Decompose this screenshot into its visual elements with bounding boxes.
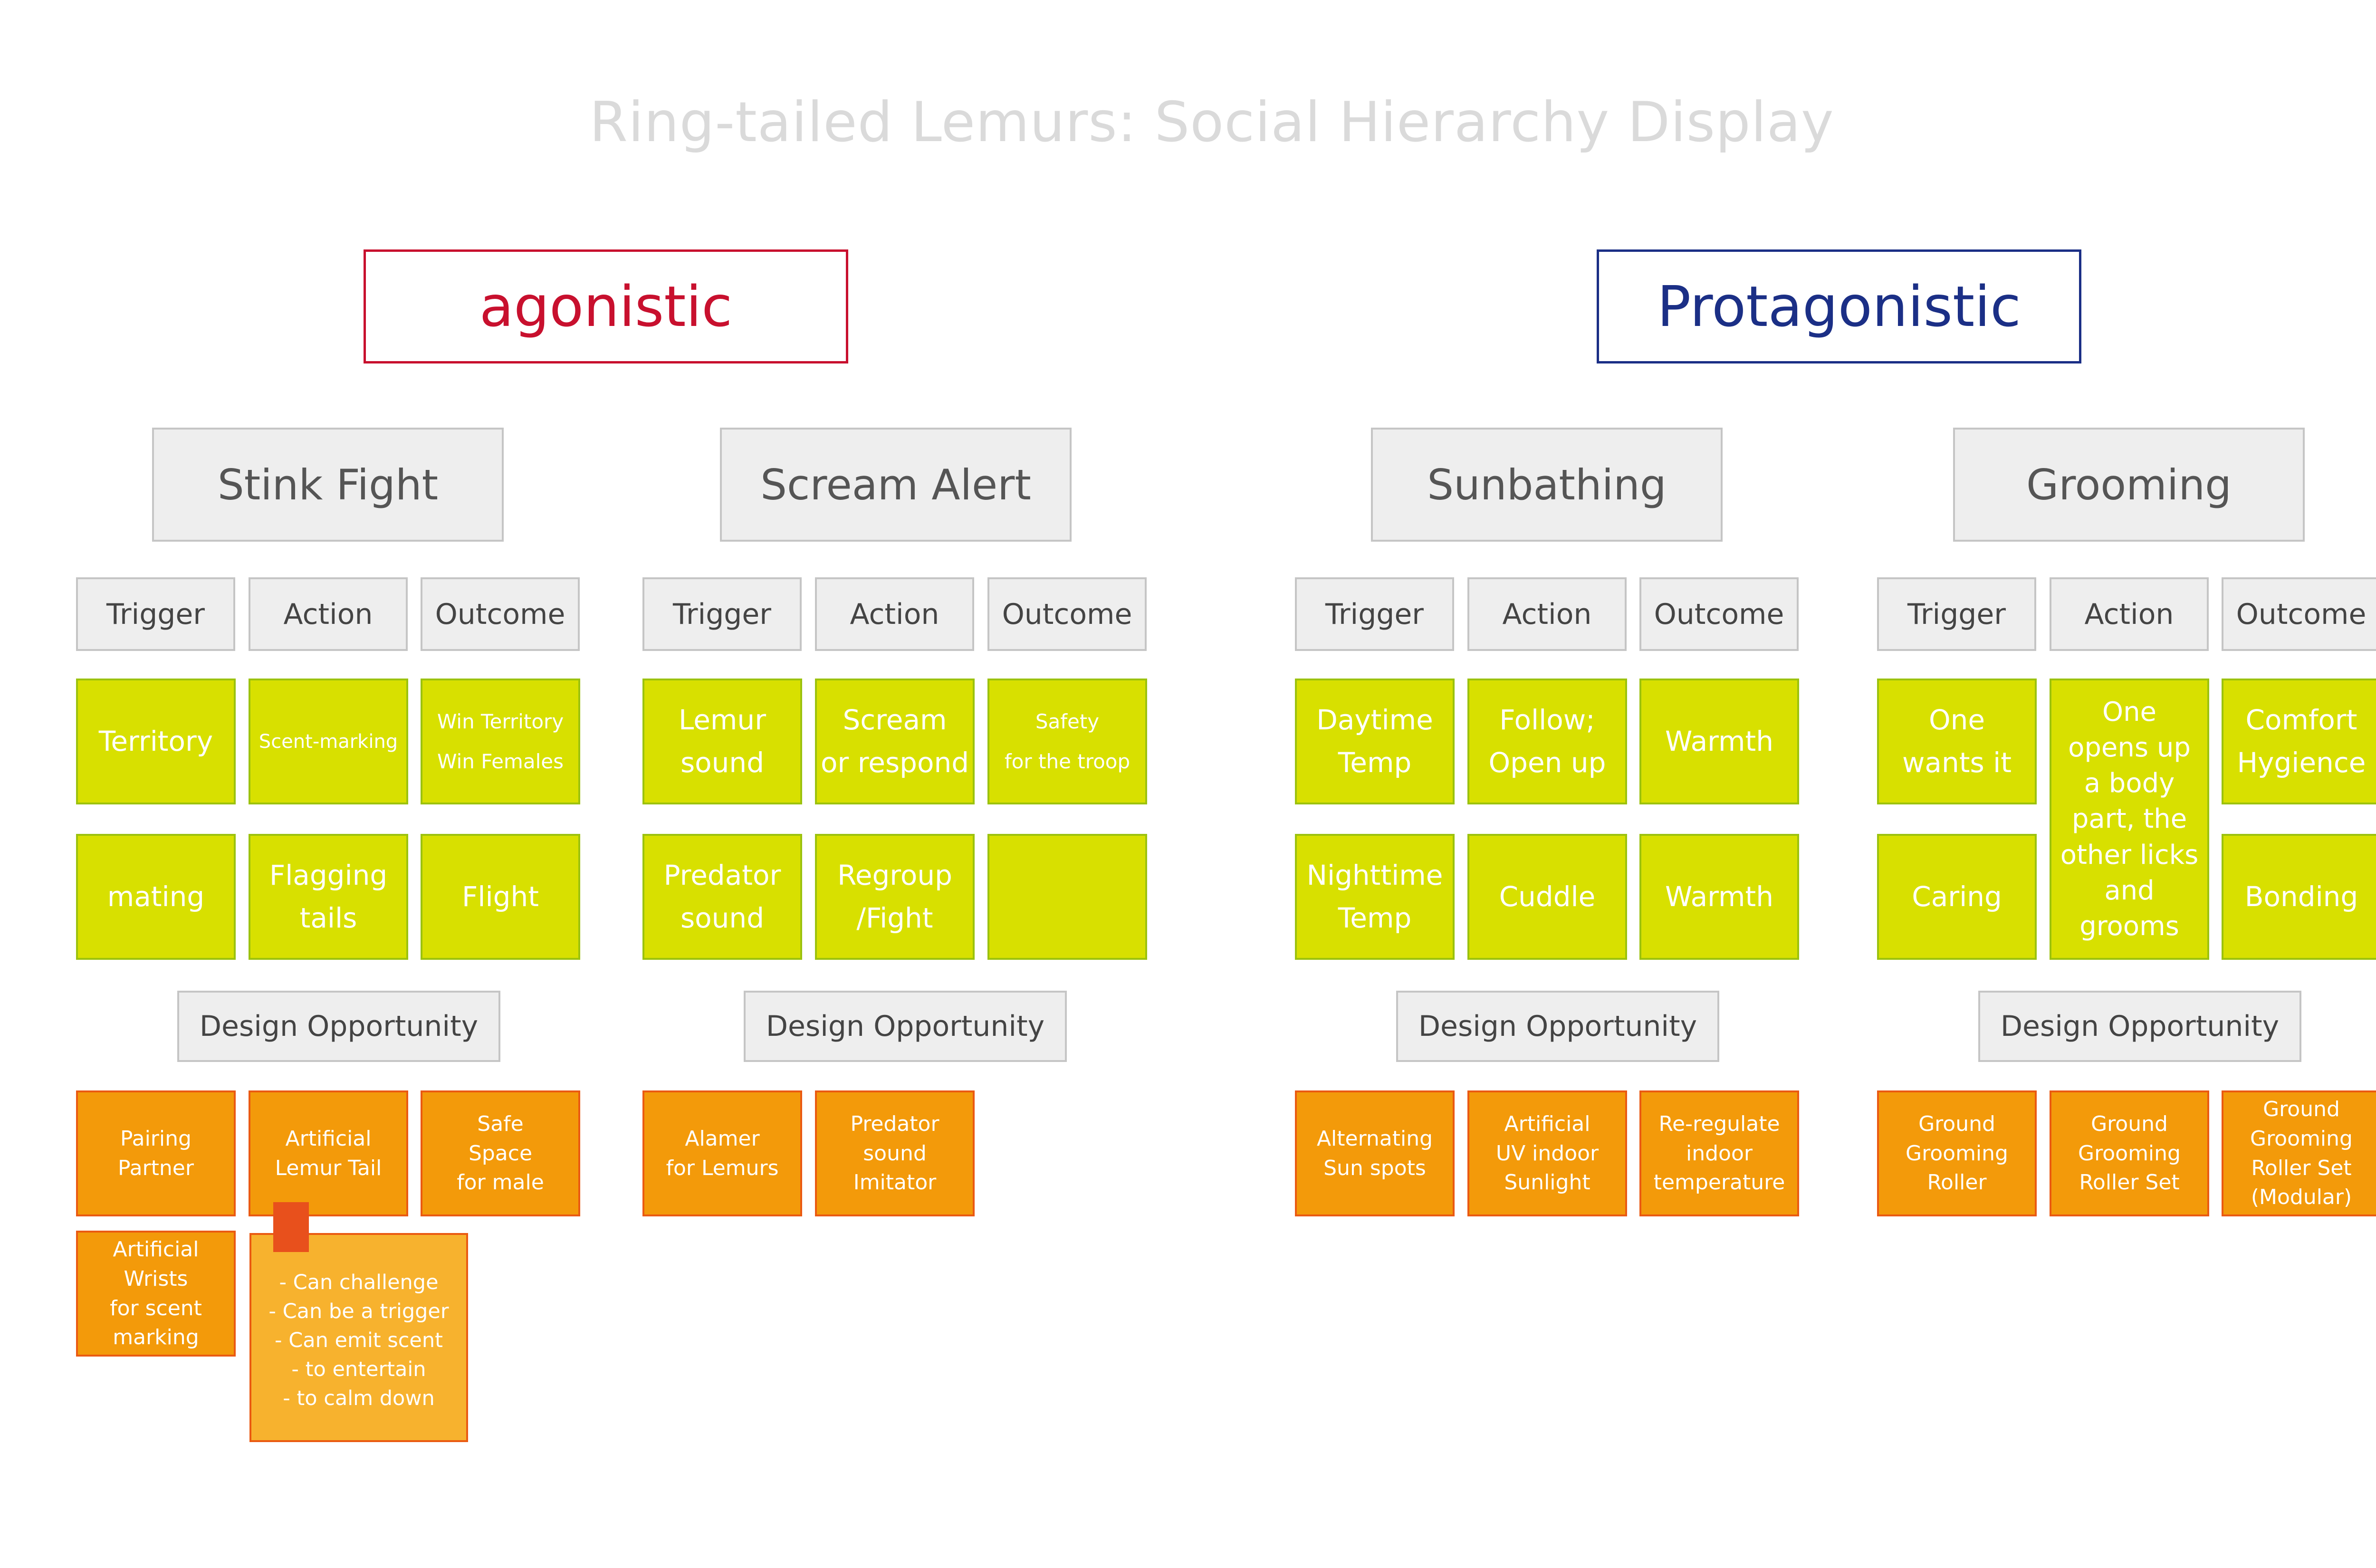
observation-card: Flight — [421, 834, 580, 960]
action-header: Action — [2050, 577, 2209, 651]
page-title: Ring-tailed Lemurs: Social Hierarchy Dis… — [589, 90, 1834, 154]
design-opportunity-header: Design Opportunity — [1978, 991, 2301, 1062]
action-header: Action — [815, 577, 974, 651]
observation-card: Scent-marking — [249, 679, 408, 804]
observation-card: mating — [76, 834, 236, 960]
design-opportunity-header: Design Opportunity — [744, 991, 1067, 1062]
observation-card: Scream or respond — [815, 679, 975, 804]
design-opportunity-card: Ground Grooming Roller Set (Modular) — [2222, 1090, 2376, 1216]
trigger-header: Trigger — [1295, 577, 1454, 651]
sticky-note: - Can challenge - Can be a trigger - Can… — [249, 1233, 468, 1442]
design-opportunity-card: Artificial Wrists for scent marking — [76, 1231, 236, 1357]
observation-card: Territory — [76, 679, 236, 804]
observation-card: Daytime Temp — [1295, 679, 1455, 804]
observation-card: Follow; Open up — [1467, 679, 1627, 804]
observation-card: Lemur sound — [642, 679, 802, 804]
design-opportunity-card: Pairing Partner — [76, 1090, 236, 1216]
action-header: Action — [249, 577, 408, 651]
trigger-header: Trigger — [76, 577, 235, 651]
outcome-header: Outcome — [421, 577, 580, 651]
sticky-note-tab — [273, 1202, 309, 1252]
observation-card: Caring — [1877, 834, 2037, 960]
behavior-sunbathing: Sunbathing — [1371, 428, 1723, 542]
observation-card: Warmth — [1639, 834, 1799, 960]
observation-card: Nighttime Temp — [1295, 834, 1455, 960]
observation-card-tall: One opens up a body part, the other lick… — [2050, 679, 2209, 960]
observation-card: Regroup /Fight — [815, 834, 975, 960]
design-opportunity-header: Design Opportunity — [177, 991, 500, 1062]
behavior-scream-alert: Scream Alert — [720, 428, 1072, 542]
outcome-header: Outcome — [1639, 577, 1799, 651]
observation-card: Predator sound — [642, 834, 802, 960]
design-opportunity-card: Safe Space for male — [421, 1090, 580, 1216]
design-opportunity-card: Re-regulate indoor temperature — [1639, 1090, 1799, 1216]
design-opportunity-card: Ground Grooming Roller — [1877, 1090, 2037, 1216]
action-header: Action — [1467, 577, 1627, 651]
behavior-stink-fight: Stink Fight — [152, 428, 504, 542]
observation-card: Cuddle — [1467, 834, 1627, 960]
observation-card: One wants it — [1877, 679, 2037, 804]
behavior-grooming: Grooming — [1953, 428, 2305, 542]
outcome-header: Outcome — [987, 577, 1147, 651]
trigger-header: Trigger — [642, 577, 802, 651]
observation-card: Comfort Hygience — [2222, 679, 2376, 804]
outcome-header: Outcome — [2222, 577, 2376, 651]
design-opportunity-card: Predator sound Imitator — [815, 1090, 975, 1216]
design-opportunity-header: Design Opportunity — [1396, 991, 1719, 1062]
design-opportunity-card: Alternating Sun spots — [1295, 1090, 1455, 1216]
design-opportunity-card: Artificial Lemur Tail — [249, 1090, 408, 1216]
trigger-header: Trigger — [1877, 577, 2036, 651]
observation-card: Warmth — [1639, 679, 1799, 804]
design-opportunity-card: Ground Grooming Roller Set — [2050, 1090, 2209, 1216]
observation-card-empty — [987, 834, 1147, 960]
observation-card: Bonding — [2222, 834, 2376, 960]
protagonistic-category-box: Protagonistic — [1597, 249, 2081, 363]
observation-card: Safety for the troop — [987, 679, 1147, 804]
design-opportunity-card: Alamer for Lemurs — [642, 1090, 802, 1216]
agonistic-category-box: agonistic — [364, 249, 848, 363]
observation-card: Flagging tails — [249, 834, 408, 960]
design-opportunity-card: Artificial UV indoor Sunlight — [1467, 1090, 1627, 1216]
observation-card: Win Territory Win Females — [421, 679, 580, 804]
